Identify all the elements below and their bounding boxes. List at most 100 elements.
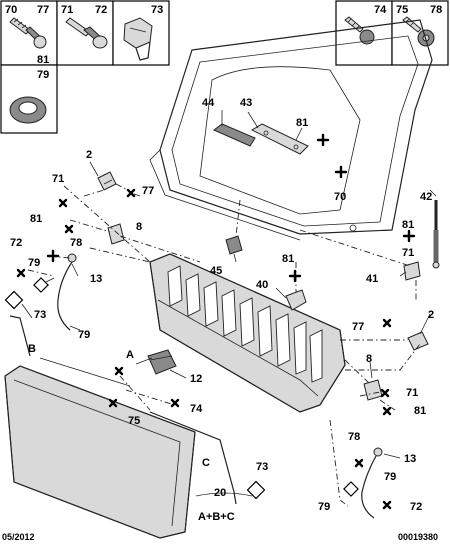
callout-81a: 81 [30, 213, 42, 225]
callout-71a: 71 [52, 173, 64, 185]
callout-8b: 8 [366, 353, 372, 365]
callout-2a: 2 [86, 149, 92, 161]
callout-72b: 72 [410, 501, 422, 513]
plus-70-icon [334, 165, 348, 179]
callout-b: B [28, 343, 36, 355]
bracket-8-left [107, 223, 125, 245]
cross-72a-icon [16, 268, 26, 278]
clip-79-left-icon [33, 277, 49, 293]
cable-b [9, 315, 31, 357]
callout-a: A [126, 349, 134, 361]
clip-71-72-icon [65, 17, 108, 49]
callout-abc: A+B+C [198, 511, 235, 523]
footer-reference: 00019380 [398, 532, 438, 542]
callout-81c: 81 [402, 219, 414, 231]
cell-label-78: 78 [430, 4, 442, 16]
markers [16, 133, 416, 510]
clip-73-icon [123, 17, 153, 61]
bracket-41 [403, 261, 421, 281]
callout-42: 42 [420, 191, 432, 203]
callout-71b: 71 [402, 247, 414, 259]
callout-79b: 79 [78, 329, 90, 341]
clip-73-left-icon [4, 290, 24, 310]
callout-79c: 79 [384, 471, 396, 483]
callout-77a: 77 [142, 185, 154, 197]
callout-71c: 71 [406, 387, 418, 399]
footer-date: 05/2012 [2, 532, 35, 542]
cell-label-73: 73 [151, 4, 163, 16]
cell-label-75: 75 [396, 4, 408, 16]
handle-44 [213, 123, 256, 147]
bracket-40 [285, 262, 307, 311]
hinge-2-right [407, 331, 429, 351]
callout-40: 40 [256, 279, 268, 291]
bracket-8-right [363, 379, 383, 401]
callout-43: 43 [240, 97, 252, 109]
callout-81e: 81 [414, 405, 426, 417]
cell-label-71: 71 [61, 4, 73, 16]
cross-a-icon [114, 366, 124, 376]
callout-78a: 78 [70, 237, 82, 249]
clip-79-right-icon [343, 481, 359, 497]
cross-71c-icon [380, 388, 390, 398]
hinge-2-left [97, 171, 117, 191]
callout-13a: 13 [90, 273, 102, 285]
callout-c: C [202, 457, 210, 469]
callout-13b: 13 [404, 453, 416, 465]
plus-81d-icon [288, 269, 302, 283]
parts-header: 70 77 71 72 73 74 75 78 81 79 [0, 0, 449, 134]
cell-label-70: 70 [5, 4, 17, 16]
cross-78b-icon [354, 458, 364, 468]
callout-20: 20 [214, 487, 226, 499]
tailgate-shell [149, 19, 433, 241]
cross-81a-icon [64, 224, 74, 234]
leaders [21, 110, 437, 497]
callout-44: 44 [202, 97, 215, 109]
inner-frame [149, 253, 346, 413]
clip-73-bottom-icon [246, 480, 266, 500]
washer-79-icon [9, 96, 47, 124]
callout-labels: 2 77 71 81 8 78 72 79 13 73 79 B A 12 74… [10, 97, 434, 523]
callout-77b: 77 [352, 321, 364, 333]
cross-77b-icon [382, 318, 392, 328]
cable-b-run [39, 357, 131, 387]
wedge-45 [225, 199, 243, 255]
callout-79a: 79 [28, 257, 40, 269]
cross-81e-icon [382, 406, 392, 416]
callout-41: 41 [366, 273, 378, 285]
cross-72b-icon [382, 500, 392, 510]
cable-c [149, 411, 237, 505]
lower-trim-panel [4, 365, 196, 539]
callout-73b: 73 [256, 461, 268, 473]
cell-label-72: 72 [95, 4, 107, 16]
cross-75-icon [108, 398, 118, 408]
callout-79d: 79 [318, 501, 330, 513]
cable-13-left [57, 253, 77, 331]
callout-81d: 81 [282, 253, 294, 265]
cross-77a-icon [126, 188, 136, 198]
callout-74: 74 [190, 403, 203, 415]
plate-43 [250, 123, 309, 155]
cell-label-74: 74 [374, 4, 387, 16]
callout-72a: 72 [10, 237, 22, 249]
callout-8a: 8 [136, 221, 142, 233]
latch-12 [147, 349, 177, 375]
cross-74-icon [170, 398, 180, 408]
callout-2b: 2 [428, 309, 434, 321]
cross-71a-icon [58, 198, 68, 208]
cell-label-79: 79 [37, 69, 49, 81]
callout-78b: 78 [348, 431, 360, 443]
cell-label-81: 81 [37, 54, 49, 66]
callout-73a: 73 [34, 309, 46, 321]
plus-81c-icon [402, 229, 416, 243]
cable-13-right [361, 447, 383, 519]
callout-75: 75 [128, 415, 140, 427]
plus-81b-icon [316, 133, 330, 147]
assembly-lines [27, 183, 421, 507]
screw-70-77-icon [9, 17, 47, 49]
plus-78a-icon [46, 249, 60, 263]
gas-strut-42 [432, 200, 440, 269]
callout-12: 12 [190, 373, 202, 385]
callout-70: 70 [334, 191, 346, 203]
